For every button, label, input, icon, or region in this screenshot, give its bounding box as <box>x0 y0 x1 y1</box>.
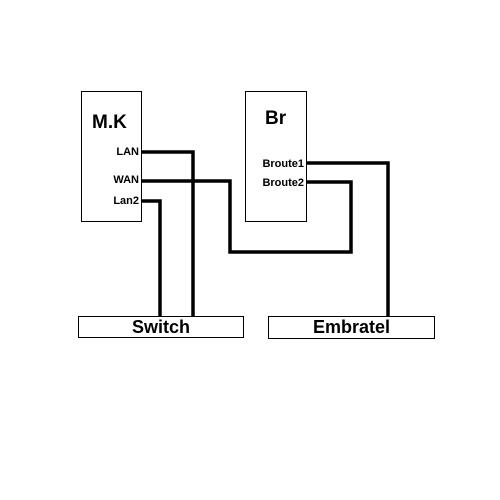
mk-router-title: M.K <box>92 112 127 133</box>
br-router-box: Br Broute1 Broute2 <box>245 91 307 222</box>
br-router-title: Br <box>265 108 287 129</box>
wire-lan2-to-switch <box>142 199 162 317</box>
switch-label: Switch <box>131 317 190 337</box>
wire-broute1-to-embratel <box>306 161 390 317</box>
embratel-label: Embratel <box>312 317 391 337</box>
embratel-box: Embratel <box>268 316 435 339</box>
br-port-broute1-label: Broute1 <box>262 158 304 170</box>
mk-port-lan2-label: Lan2 <box>113 195 139 207</box>
switch-box: Switch <box>78 316 244 338</box>
mk-router-box: M.K LAN WAN Lan2 <box>81 91 142 222</box>
mk-port-lan-label: LAN <box>116 146 139 158</box>
mk-port-wan-label: WAN <box>113 174 139 186</box>
wire-lan-to-switch <box>142 150 195 317</box>
br-port-broute2-label: Broute2 <box>262 177 304 189</box>
